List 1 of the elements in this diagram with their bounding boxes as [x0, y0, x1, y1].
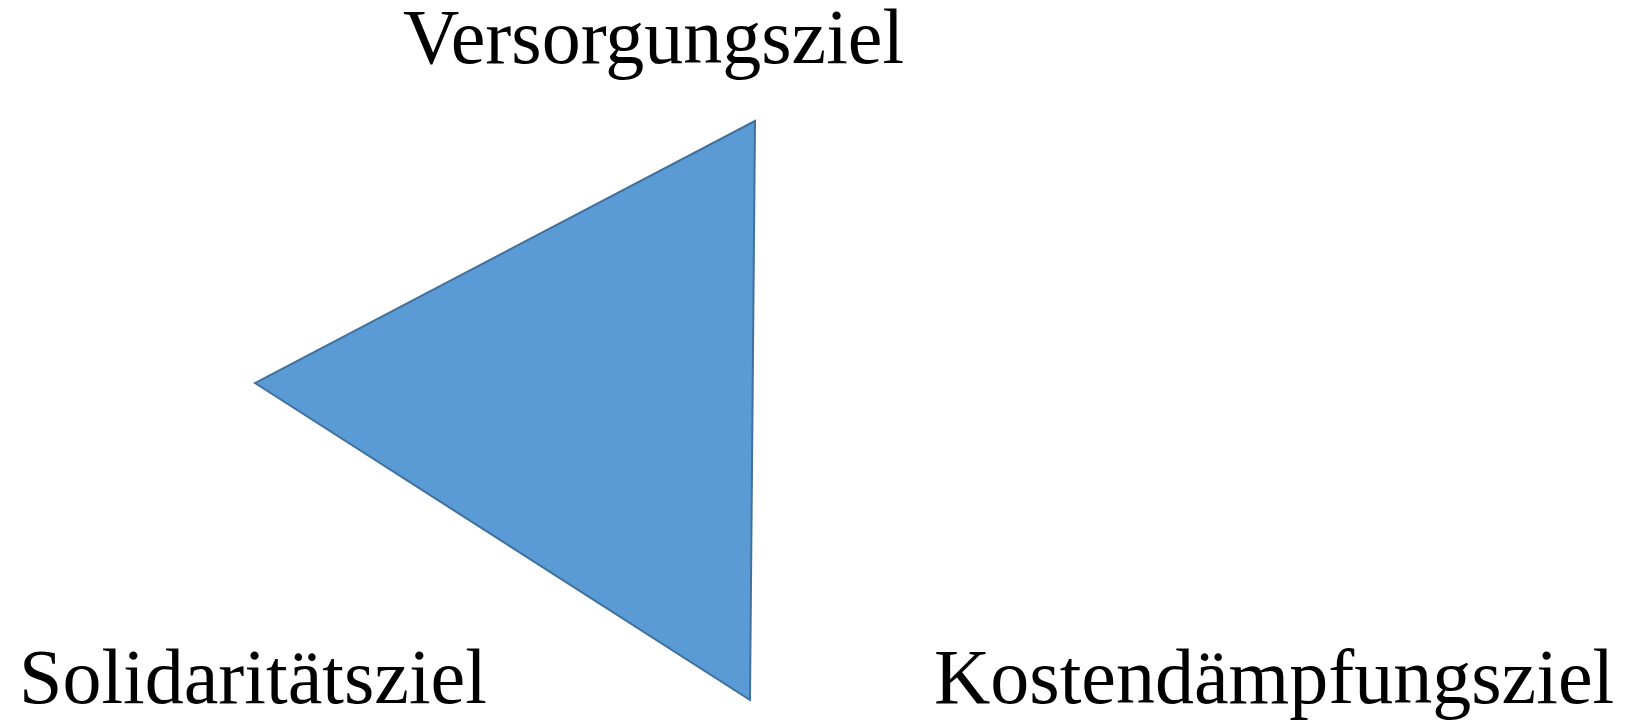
label-text: Solidaritätsziel [19, 638, 487, 716]
